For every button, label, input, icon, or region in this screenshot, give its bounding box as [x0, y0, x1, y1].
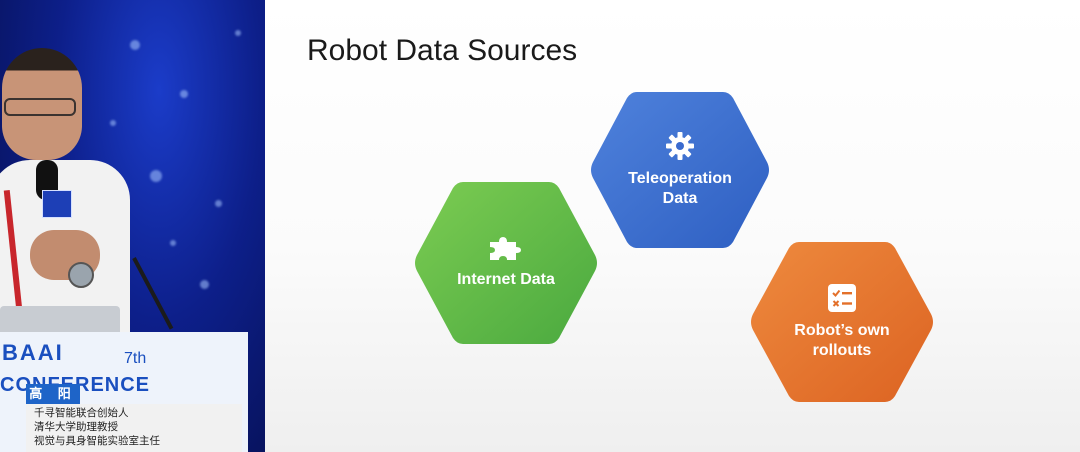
hexagon-internet-data: Internet Data	[411, 176, 601, 350]
checklist-icon	[828, 284, 856, 312]
puzzle-icon	[490, 237, 521, 260]
gear-icon	[666, 132, 694, 160]
podium-microphone	[132, 257, 174, 330]
background-light	[215, 200, 222, 207]
hexagon-teleoperation: Teleoperation Data	[587, 86, 773, 254]
hexagon-robot-rollouts: Robot’s own rollouts	[747, 236, 937, 408]
background-light	[235, 30, 241, 36]
background-light	[150, 170, 162, 182]
source-label: Internet Data	[457, 270, 555, 290]
presentation-slide: Robot Data Sources	[265, 0, 1080, 452]
background-light	[170, 240, 176, 246]
speaker-head	[2, 48, 82, 160]
hexagon-shape	[591, 92, 769, 248]
speaker-title-line: 视觉与具身智能实验室主任	[34, 435, 160, 447]
wristwatch	[68, 262, 94, 288]
background-light	[110, 120, 116, 126]
podium-edition: 7th	[124, 350, 147, 367]
background-light	[130, 40, 140, 50]
hexagon-shape	[415, 182, 597, 344]
microphone-tag	[42, 190, 72, 218]
slide-title: Robot Data Sources	[307, 34, 578, 67]
source-label-line: rollouts	[812, 342, 872, 359]
source-label-line: Teleoperation	[628, 170, 732, 187]
source-label: Teleoperation Data	[628, 169, 732, 209]
source-label-line: Robot’s own	[794, 322, 890, 339]
speaker-name: 高 阳	[26, 384, 80, 404]
podium-brand: BAAI	[2, 340, 64, 365]
speaker-title-line: 千寻智能联合创始人	[34, 407, 129, 419]
speaker-title-line: 清华大学助理教授	[34, 421, 118, 433]
background-light	[200, 280, 209, 289]
source-label-line: Data	[662, 190, 698, 207]
glasses	[4, 98, 76, 116]
laptop	[0, 306, 120, 334]
background-light	[180, 90, 188, 98]
source-label: Robot’s own rollouts	[794, 321, 889, 361]
source-label-line: Internet Data	[457, 271, 555, 288]
hexagon-shape	[751, 242, 933, 402]
speaker-titles: 千寻智能联合创始人 清华大学助理教授 视觉与具身智能实验室主任	[26, 404, 242, 452]
